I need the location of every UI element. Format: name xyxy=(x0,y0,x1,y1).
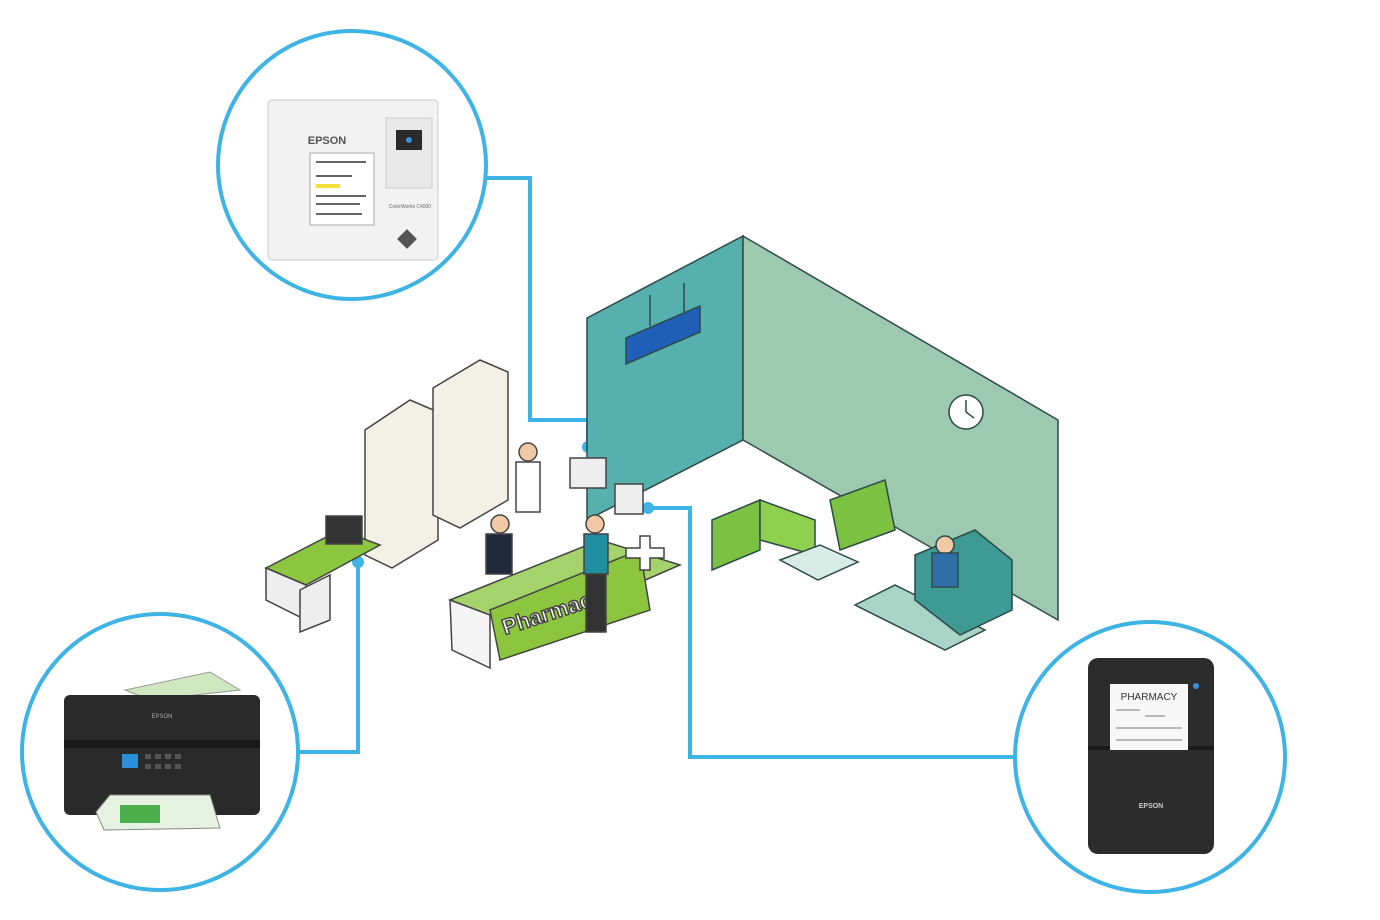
label-printer-callout: EPSON ColorWorks C4000 xyxy=(216,29,488,301)
shelf xyxy=(432,359,509,529)
inkjet-printer xyxy=(64,695,260,815)
connector-inkjet-printer xyxy=(298,562,360,754)
printed-label xyxy=(309,152,375,226)
connector-receipt-printer xyxy=(648,506,1016,759)
receipt-printer-callout: PHARMACY EPSON xyxy=(1013,620,1287,894)
chair xyxy=(711,498,761,572)
seated-person xyxy=(935,535,955,555)
chair xyxy=(829,478,896,552)
inkjet-printer-callout: EPSON xyxy=(20,612,300,892)
shelf xyxy=(364,399,439,569)
staff xyxy=(490,514,510,534)
back-wall-right xyxy=(742,234,1059,622)
svg-text:EPSON: EPSON xyxy=(151,714,172,720)
back-wall-left xyxy=(586,234,744,522)
plus-icon xyxy=(625,535,665,571)
receipt-printer-small xyxy=(614,483,644,515)
svg-text:PHARMACY: PHARMACY xyxy=(1121,692,1178,703)
coffee-table xyxy=(778,544,860,581)
bench xyxy=(853,584,987,651)
chair xyxy=(759,498,816,556)
svg-text:EPSON: EPSON xyxy=(1139,803,1164,810)
connector-dot xyxy=(642,502,654,514)
desk-printer xyxy=(325,515,363,545)
hanging-sign xyxy=(625,304,701,366)
label-printer-small xyxy=(569,457,607,489)
pharmacist xyxy=(518,442,538,462)
customer xyxy=(585,514,605,534)
svg-text:EPSON: EPSON xyxy=(308,135,347,147)
pharmacy-area: Pharmacy xyxy=(264,359,683,670)
receipt-paper xyxy=(1110,684,1188,750)
svg-text:ColorWorks C4000: ColorWorks C4000 xyxy=(389,204,431,210)
waiting-room xyxy=(586,234,1059,651)
